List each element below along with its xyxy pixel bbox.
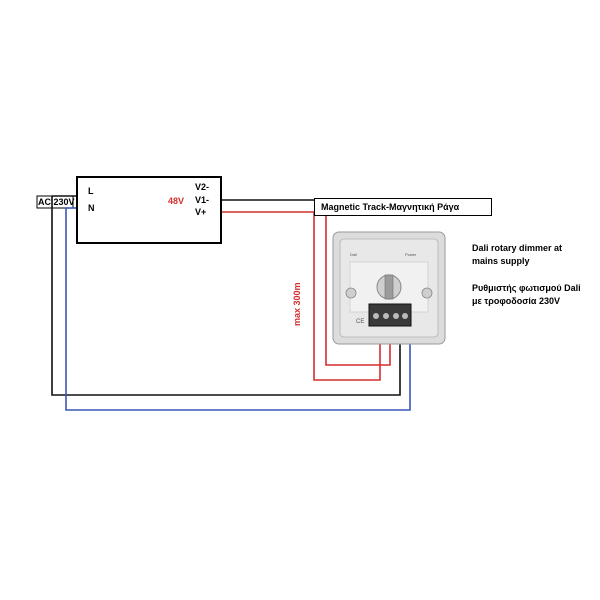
psu-terminal-vplus: V+: [195, 207, 207, 217]
psu-terminal-v2: V2-: [195, 182, 210, 192]
svg-text:CE: CE: [356, 319, 364, 325]
red-wire-dali-2: [313, 212, 381, 381]
magnetic-track-label: Magnetic Track-Μαγνητική Ράγα: [314, 198, 492, 216]
red-wire-dali-1: [325, 216, 391, 366]
power-supply-box: [76, 176, 222, 244]
psu-l-label: L: [88, 186, 94, 196]
blue-wire-n: [65, 208, 411, 411]
ac-label: AC 230V: [38, 197, 75, 207]
dimmer-subtitle: Ρυθμιστής φωτισμού Dali με τροφοδοσία 23…: [472, 283, 581, 306]
svg-text:Dali: Dali: [350, 252, 357, 257]
max-length-label: max 300m: [292, 282, 302, 326]
psu-terminal-v1: V1-: [195, 195, 210, 205]
dali-dimmer-device: Dali Power CE: [332, 231, 446, 345]
psu-n-label: N: [88, 203, 95, 213]
dimmer-title: Dali rotary dimmer at mains supply: [472, 243, 563, 266]
magnetic-track-text: Magnetic Track-Μαγνητική Ράγα: [321, 202, 460, 212]
svg-text:Power: Power: [405, 252, 417, 257]
psu-voltage-label: 48V: [168, 196, 185, 206]
black-wire-l: [51, 196, 401, 396]
